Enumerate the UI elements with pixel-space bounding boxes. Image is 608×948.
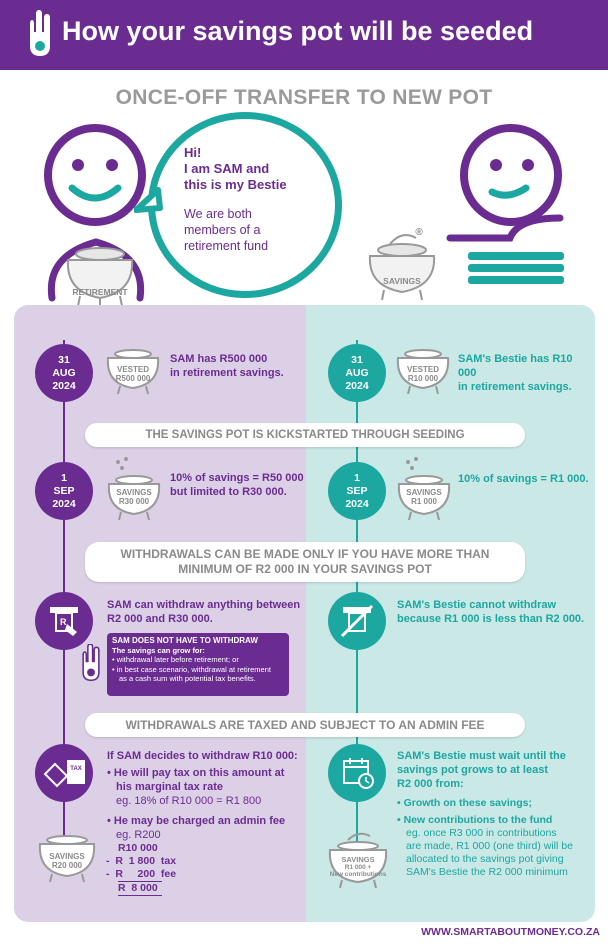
sam-tax-circle: TAX (35, 744, 93, 802)
header-bar: How your savings pot will be seeded (0, 0, 608, 70)
bestie-step2-text: 10% of savings = R1 000. (458, 473, 589, 485)
bestie-date-sep: 1 SEP 2024 (328, 462, 386, 520)
sam-face-icon (44, 124, 146, 226)
bestie-calendar-circle (328, 744, 386, 802)
sam-atm-circle: R (35, 592, 93, 650)
bestie-vested-pot-label: VESTED R10 000 (406, 365, 439, 383)
savings-pot-r-mark: ® (415, 227, 423, 238)
speech-bubble (148, 112, 342, 298)
retirement-pot-icon (66, 247, 134, 306)
bestie-arm-icon (446, 214, 564, 284)
hand-stop-icon (82, 644, 100, 682)
bestie-vested-pot-icon (396, 349, 450, 394)
intro-greeting: Hi! I am SAM and this is my Bestie (184, 145, 287, 192)
sam-remaining-pot-label: SAVINGS R20 000 (49, 852, 85, 870)
atm-blocked-icon (340, 604, 374, 638)
no-need-to-withdraw-box: SAM DOES NOT HAVE TO WITHDRAW The saving… (107, 633, 289, 696)
page-title: How your savings pot will be seeded (62, 16, 534, 46)
section-subtitle: ONCE-OFF TRANSFER TO NEW POT (115, 86, 493, 109)
intro-members-text: We are both members of a retirement fund (184, 207, 269, 253)
tax-label: TAX (70, 766, 82, 772)
sam-remaining-pot-icon (38, 835, 96, 882)
hand-logo-icon (30, 10, 50, 56)
tax-tag-icon (43, 760, 85, 788)
sam-vested-pot-label: VESTED R500 000 (115, 365, 151, 383)
savings-pot-label: SAVINGS (383, 276, 421, 286)
sam-savings-pot-label: SAVINGS R30 000 (116, 488, 152, 506)
bestie-date-aug: 31 AUG 2024 (328, 344, 386, 402)
bestie-face-icon (460, 124, 562, 226)
withdrawal-minimum-banner: WITHDRAWALS CAN BE MADE ONLY IF YOU HAVE… (85, 542, 525, 582)
sam-arms-icon (47, 238, 145, 302)
atm-icon: R (50, 607, 78, 636)
bestie-growing-pot-icon (328, 832, 388, 888)
seeding-banner: THE SAVINGS POT IS KICKSTARTED THROUGH S… (85, 423, 525, 447)
bestie-atm-circle (328, 592, 386, 650)
sam-savings-pot-icon (107, 457, 161, 520)
sam-calculation: R10 000 - R 1 800 tax - R 200 fee R 8 00… (106, 842, 177, 896)
bestie-wait-bullets: • Growth on these savings; • New contrib… (397, 797, 573, 878)
bestie-growing-pot-label: SAVINGS R1 000 + New contributions (329, 855, 387, 878)
sam-step2-text: 10% of savings = R50 000 but limited to … (170, 472, 304, 498)
sam-date-sep: 1 SEP 2024 (35, 462, 93, 520)
tax-fee-banner: WITHDRAWALS ARE TAXED AND SUBJECT TO AN … (85, 713, 525, 737)
savings-pot-icon (368, 234, 436, 300)
sam-step3-text: SAM can withdraw anything between R2 000… (107, 599, 301, 625)
sam-date-aug: 31 AUG 2024 (35, 344, 93, 402)
sam-withdraw-title: If SAM decides to withdraw R10 000: (107, 750, 298, 762)
bestie-savings-pot-icon (397, 457, 451, 520)
website-url[interactable]: WWW.SMARTABOUTMONEY.CO.ZA (421, 926, 600, 938)
bestie-savings-pot-label: SAVINGS R1 000 (406, 488, 442, 506)
svg-text:R: R (60, 617, 67, 627)
sam-vested-pot-icon (106, 349, 160, 394)
bestie-wait-title: SAM's Bestie must wait until the savings… (397, 750, 566, 790)
sam-withdraw-bullets: • He will pay tax on this amount at his … (107, 767, 286, 841)
bestie-step3-text: SAM's Bestie cannot withdraw because R1 … (397, 599, 585, 625)
bestie-step1-text: SAM's Bestie has R10 000 in retirement s… (458, 353, 573, 393)
speech-bubble-tail (134, 187, 163, 213)
retirement-pot-label: RETIREMENT (72, 287, 128, 297)
calendar-clock-icon (343, 758, 374, 789)
sam-step1-text: SAM has R500 000 in retirement savings. (170, 353, 284, 379)
